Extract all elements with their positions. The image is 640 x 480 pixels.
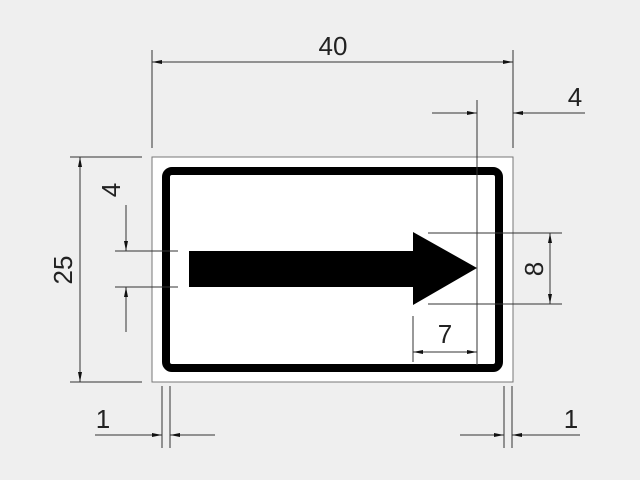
dim-label-arrow-shaft-offset: 4 bbox=[96, 183, 126, 197]
dimension-border-left: 1 bbox=[95, 386, 215, 448]
dim-label-overall-height: 25 bbox=[48, 256, 78, 285]
dimension-border-right: 1 bbox=[460, 386, 580, 448]
dimension-arrowhead-height: 8 bbox=[428, 232, 562, 305]
dim-label-overall-width: 40 bbox=[319, 31, 348, 61]
dim-label-border-left: 1 bbox=[96, 404, 110, 434]
dimension-arrow-shaft-offset: 4 bbox=[96, 183, 178, 332]
dimension-overall-width: 40 bbox=[151, 31, 514, 148]
dim-label-arrowhead-height: 8 bbox=[519, 262, 549, 276]
dimension-overall-height: 25 bbox=[48, 156, 142, 383]
dim-label-arrowhead-gap: 4 bbox=[568, 82, 582, 112]
direction-arrow bbox=[189, 232, 477, 305]
sign-border bbox=[162, 167, 503, 372]
dim-label-border-right: 1 bbox=[564, 404, 578, 434]
dim-label-arrowhead-length: 7 bbox=[438, 319, 452, 349]
dimension-arrowhead-length: 7 bbox=[412, 316, 477, 362]
